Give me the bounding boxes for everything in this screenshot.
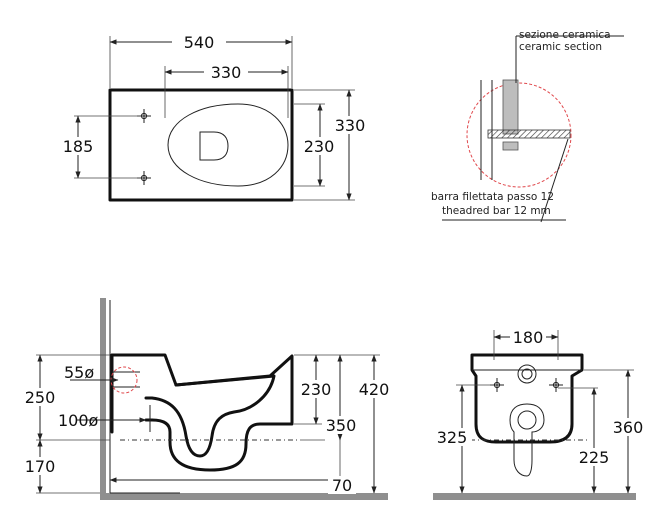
front-view: 180 325 360 225 [432, 328, 648, 500]
dim-label-185: 185 [63, 137, 94, 156]
bowl-rim-inner [144, 374, 276, 458]
bowl-profile [110, 353, 294, 472]
section-label-it: sezione ceramica [519, 29, 611, 41]
dim-label-420: 420 [359, 380, 390, 399]
drain-opening [199, 131, 229, 161]
dim-label-55: 55ø [64, 363, 94, 382]
detail-circle [466, 82, 572, 188]
bar-label-en: theadred bar 12 mm [442, 205, 551, 217]
dim-label-330-height: 330 [335, 116, 366, 135]
bar-label-it: barra filettata passo 12 [431, 191, 554, 203]
section-label-en: ceramic section [519, 41, 602, 53]
threaded-bar [487, 129, 571, 139]
dim-label-325: 325 [437, 428, 468, 447]
inlet-front [517, 364, 537, 384]
front-outline [470, 353, 584, 444]
drain-front [509, 403, 545, 477]
top-view: 540 330 330 230 185 [60, 33, 371, 202]
dim-label-230-top: 230 [304, 137, 335, 156]
dim-label-360: 360 [613, 418, 644, 437]
section-detail: sezione ceramica ceramic section barra f… [431, 29, 624, 223]
dim-label-540: 540 [184, 33, 215, 52]
side-view: 250 170 55ø 100ø 230 350 420 70 [20, 298, 392, 500]
floor-side [100, 493, 388, 500]
top-view-outline [108, 88, 294, 202]
fixing-front-right [549, 378, 563, 392]
dim-label-170: 170 [25, 457, 56, 476]
seat-oval [167, 103, 289, 187]
dim-label-225: 225 [579, 448, 610, 467]
dim-label-70: 70 [332, 476, 352, 495]
ceramic-section [502, 79, 519, 135]
dim-label-350: 350 [326, 416, 357, 435]
dim-label-230-side: 230 [301, 380, 332, 399]
dim-label-180: 180 [513, 328, 544, 347]
dim-label-100: 100ø [58, 411, 99, 430]
dim-label-330-seat: 330 [211, 63, 242, 82]
wall [100, 298, 106, 498]
floor-front [433, 493, 636, 500]
dim-label-250: 250 [25, 388, 56, 407]
